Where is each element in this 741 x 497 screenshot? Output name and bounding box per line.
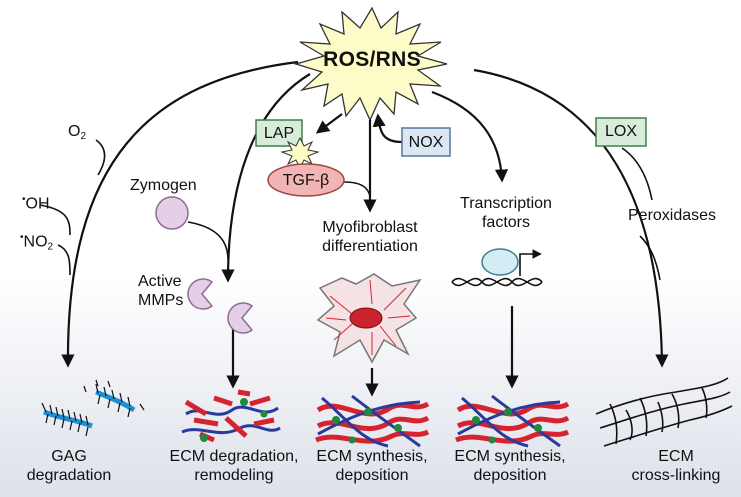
synthesis2-line-2: deposition xyxy=(473,467,547,484)
zymogen-circle xyxy=(155,196,189,230)
synthesis2-line-1: ECM synthesis, xyxy=(454,448,566,465)
active-mmps-label: Active MMPs xyxy=(138,272,183,310)
myofibroblast-nucleus xyxy=(349,307,383,329)
gag-chains xyxy=(41,379,145,437)
ecm-cross-linking-label: ECM cross-linking xyxy=(622,447,730,485)
lox-feed-line xyxy=(621,147,653,201)
hydroxyl-radical-dot: • xyxy=(22,194,26,205)
peroxidases-label: Peroxidases xyxy=(628,207,717,224)
arrow-to-gag xyxy=(61,60,299,368)
degradation-line-2: remodeling xyxy=(194,467,274,484)
lox-label: LOX xyxy=(604,123,637,140)
lap-box xyxy=(255,119,303,147)
crosslink-line-2: cross-linking xyxy=(631,467,721,484)
no2-feed-line xyxy=(57,244,71,276)
oh-feed-line xyxy=(39,204,71,236)
active-mmp-shape-2 xyxy=(227,302,254,334)
o2-label: O2 xyxy=(68,122,86,146)
ecm-synthesis-fibers-1 xyxy=(315,394,430,448)
zymogen-feed-line xyxy=(187,221,229,261)
lox-box xyxy=(595,117,647,147)
no2-radical-dot: • xyxy=(20,232,24,243)
synthesis1-line-2: deposition xyxy=(335,467,409,484)
arrow-to-mmps xyxy=(221,73,311,283)
zymogen-label: Zymogen xyxy=(130,177,197,194)
gag-line-2: degradation xyxy=(26,467,112,484)
transcription-line-1: Transcription xyxy=(460,195,552,212)
arrow-to-cross-linking xyxy=(473,68,669,368)
transcription-line-2: factors xyxy=(481,214,530,231)
gag-line-1: GAG xyxy=(51,448,87,465)
ros-rns-label: ROS/RNS xyxy=(323,48,421,71)
hydroxyl-label: •OH xyxy=(22,190,50,213)
myofibroblast-stress-fibers xyxy=(325,279,411,355)
peroxidases-feed-line xyxy=(639,235,661,281)
dna-strand-2 xyxy=(451,277,543,287)
arrow-nox-to-ros xyxy=(372,113,403,144)
ecm-synthesis-fibers-2 xyxy=(455,394,570,448)
hydroxyl-text: OH xyxy=(25,195,50,213)
myofibroblast-label: Myofibroblast differentiation xyxy=(308,218,432,256)
gag-degradation-label: GAG degradation xyxy=(14,447,124,485)
active-mmp-shape-1 xyxy=(187,278,214,310)
lap-label: LAP xyxy=(263,125,295,142)
transcription-factor-ellipse xyxy=(481,248,519,276)
no2-text: NO xyxy=(23,233,48,251)
arrow-to-transcription xyxy=(431,90,509,183)
o2-text: O xyxy=(68,123,81,140)
nox-label: NOX xyxy=(408,134,444,151)
no2-subscript: 2 xyxy=(47,241,54,253)
o2-subscript: 2 xyxy=(80,131,87,142)
transcription-factors-label: Transcription factors xyxy=(448,194,564,232)
active-line-2: MMPs xyxy=(138,292,184,309)
tgf-feed-line xyxy=(343,181,371,197)
o2-feed-line xyxy=(95,139,106,176)
ecm-synthesis-label-1: ECM synthesis, deposition xyxy=(308,447,436,485)
myofibroblast-line-1: Myofibroblast xyxy=(322,219,418,236)
degradation-line-1: ECM degradation, xyxy=(169,448,299,465)
nox-box xyxy=(401,127,451,157)
crosslink-line-1: ECM xyxy=(658,448,694,465)
ecm-degraded-fibers xyxy=(181,389,281,443)
arrow-to-lap xyxy=(315,113,343,134)
tgf-beta-ellipse xyxy=(267,163,345,197)
ecm-degradation-label: ECM degradation, remodeling xyxy=(160,447,308,485)
tgf-beta-label: TGF-β xyxy=(282,172,330,189)
ecm-synthesis-label-2: ECM synthesis, deposition xyxy=(446,447,574,485)
myofibroblast-line-2: differentiation xyxy=(322,238,418,255)
ecm-cross-linked-network xyxy=(595,377,733,447)
transcription-start-arrow xyxy=(519,249,542,276)
synthesis1-line-1: ECM synthesis, xyxy=(316,448,428,465)
active-line-1: Active xyxy=(138,273,182,290)
no2-label: •NO2 xyxy=(20,228,53,256)
